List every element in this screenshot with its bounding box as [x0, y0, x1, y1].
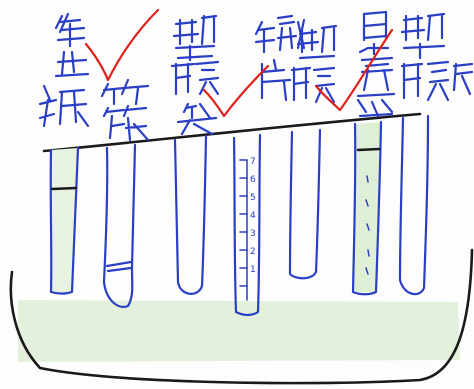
water-level-mark — [50, 186, 78, 191]
check-mark — [202, 64, 270, 118]
glyph-strokes — [356, 42, 396, 98]
label-chopsticks — [100, 78, 150, 142]
label-plastic-ruler-text: 塑膠尺 — [405, 98, 408, 101]
label-plastic-ruler — [400, 12, 474, 102]
tube-aluminum-foil — [351, 120, 383, 296]
glyph-strokes — [100, 78, 150, 106]
glyph-strokes — [170, 60, 220, 96]
glyph-strokes — [38, 84, 90, 128]
scale-digit: 2 — [250, 247, 256, 257]
scale-digit: 4 — [250, 211, 256, 221]
tube-sanitary-paper — [49, 146, 80, 295]
tube-fill — [51, 148, 78, 292]
glyph-strokes — [254, 14, 306, 54]
water-tray — [9, 248, 474, 385]
tray-outline — [9, 248, 474, 385]
scale-ticks — [365, 175, 370, 275]
glyph-strokes — [260, 58, 292, 102]
check-mark — [84, 8, 160, 82]
glyph-strokes — [452, 62, 474, 96]
tube-plastic-bag — [173, 134, 208, 295]
label-sanitary-paper-text: 衛生紙 — [50, 138, 53, 141]
tube-band — [105, 260, 133, 273]
tube-chopsticks — [102, 143, 137, 308]
scale-ticks — [239, 159, 248, 287]
tube-plastic-film — [288, 128, 322, 280]
glyph-strokes — [290, 66, 336, 104]
check-mark — [314, 28, 394, 112]
tube-fill — [353, 122, 381, 292]
glyph-strokes — [296, 24, 338, 60]
scale-digit: 6 — [250, 175, 256, 185]
glyph-strokes — [400, 60, 450, 102]
label-aluminum-foil — [356, 10, 396, 118]
tube-outline — [102, 143, 137, 308]
scale-digit: 3 — [250, 229, 256, 239]
scale-digit: 1 — [250, 265, 256, 275]
glyph-strokes — [172, 14, 218, 62]
label-plastic-film — [290, 24, 338, 104]
glyph-strokes — [102, 104, 150, 142]
glyph-strokes — [356, 98, 394, 118]
tube-outline — [173, 134, 208, 295]
water-level-mark — [356, 147, 381, 152]
tube-outline — [398, 114, 430, 296]
label-sanitary-paper — [38, 12, 90, 128]
glyph-strokes — [362, 10, 388, 42]
glyph-strokes — [176, 102, 218, 136]
tube-iron: 7 6 5 4 3 2 1 — [232, 133, 262, 317]
scale-digits: 7 6 5 4 3 2 1 — [250, 157, 256, 275]
support-rod — [42, 112, 422, 153]
tube-outline — [288, 128, 322, 280]
tube-outline — [232, 133, 262, 317]
glyph-strokes — [400, 12, 446, 60]
tube-plastic-ruler — [398, 114, 430, 296]
label-plastic-bag — [170, 14, 220, 136]
scale-digit: 7 — [250, 157, 256, 167]
scale-digit: 5 — [250, 193, 256, 203]
tube-outline — [351, 120, 383, 296]
label-iron — [254, 14, 306, 102]
tube-outline — [49, 146, 80, 295]
label-chopsticks-text: 竹筷 — [105, 138, 107, 141]
label-aluminum-foil-text: 鋁箔 — [360, 108, 362, 111]
check-marks — [84, 8, 394, 118]
water-surface — [18, 300, 460, 362]
handwritten-labels — [38, 10, 474, 142]
label-plastic-film-text: 塑膠 — [295, 98, 297, 101]
glyph-strokes — [54, 12, 90, 78]
